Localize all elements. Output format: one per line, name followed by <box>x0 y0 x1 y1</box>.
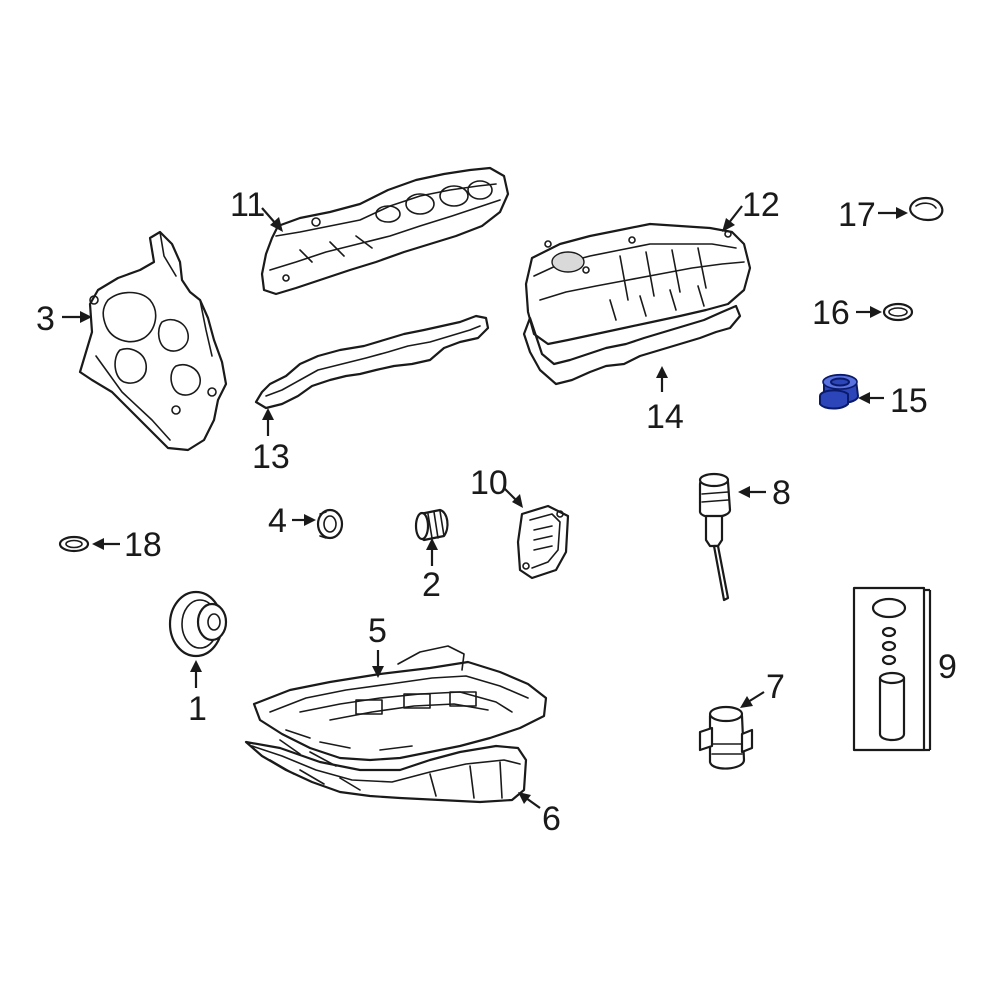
callout-9: 9 <box>924 588 957 752</box>
part-11-valve-cover-left[interactable] <box>260 166 510 296</box>
part-4-seal[interactable] <box>316 508 344 540</box>
callout-18: 18 <box>92 526 162 564</box>
callout-label-15: 15 <box>890 382 928 420</box>
callout-label-6: 6 <box>542 800 561 838</box>
part-8-dipstick[interactable] <box>698 472 732 602</box>
part-14-valve-cover-gasket-right[interactable] <box>522 304 742 386</box>
callout-label-17: 17 <box>838 196 876 234</box>
callout-label-13: 13 <box>252 438 290 476</box>
part-16-o-ring[interactable] <box>882 302 914 322</box>
callout-7: 7 <box>740 668 785 708</box>
callout-label-14: 14 <box>646 398 684 436</box>
callout-label-7: 7 <box>766 668 785 706</box>
callout-label-5: 5 <box>368 612 387 650</box>
part-1-pulley[interactable] <box>168 590 228 658</box>
callout-6: 6 <box>518 792 561 838</box>
part-10-bracket[interactable] <box>516 504 570 580</box>
callout-14: 14 <box>646 366 684 436</box>
part-15-fitting-highlighted[interactable] <box>819 374 860 410</box>
part-7-sensor[interactable] <box>698 705 754 770</box>
callout-label-2: 2 <box>422 566 441 604</box>
callout-4: 4 <box>268 502 316 540</box>
part-5-upper-oil-pan[interactable] <box>252 645 548 762</box>
part-18-washer[interactable] <box>58 535 90 553</box>
callout-2: 2 <box>422 538 441 604</box>
callout-label-9: 9 <box>938 648 957 686</box>
callout-8: 8 <box>738 474 791 512</box>
callout-17: 17 <box>838 196 908 234</box>
callout-label-16: 16 <box>812 294 850 332</box>
part-13-valve-cover-gasket-left[interactable] <box>254 314 490 410</box>
callout-label-3: 3 <box>36 300 55 338</box>
callout-12: 12 <box>722 186 780 232</box>
callout-label-1: 1 <box>188 690 207 728</box>
callout-1: 1 <box>188 660 207 728</box>
callout-label-10: 10 <box>470 464 508 502</box>
part-2-sleeve[interactable] <box>414 508 449 542</box>
part-12-valve-cover-right[interactable] <box>524 222 752 346</box>
callout-label-4: 4 <box>268 502 287 540</box>
part-9-filter-kit[interactable] <box>852 586 926 752</box>
callout-label-11: 11 <box>230 186 265 224</box>
callout-10: 10 <box>470 464 523 508</box>
callout-label-8: 8 <box>772 474 791 512</box>
callout-11: 11 <box>230 186 283 232</box>
part-17-cap[interactable] <box>909 196 944 222</box>
callout-3: 3 <box>36 300 92 338</box>
callout-label-18: 18 <box>124 526 162 564</box>
callout-5: 5 <box>368 612 387 678</box>
callout-label-12: 12 <box>742 186 780 224</box>
part-6-lower-oil-pan[interactable] <box>244 739 528 804</box>
part-3-timing-cover[interactable] <box>78 230 228 452</box>
callout-15: 15 <box>858 382 928 420</box>
callout-16: 16 <box>812 294 882 332</box>
callout-13: 13 <box>252 408 290 476</box>
